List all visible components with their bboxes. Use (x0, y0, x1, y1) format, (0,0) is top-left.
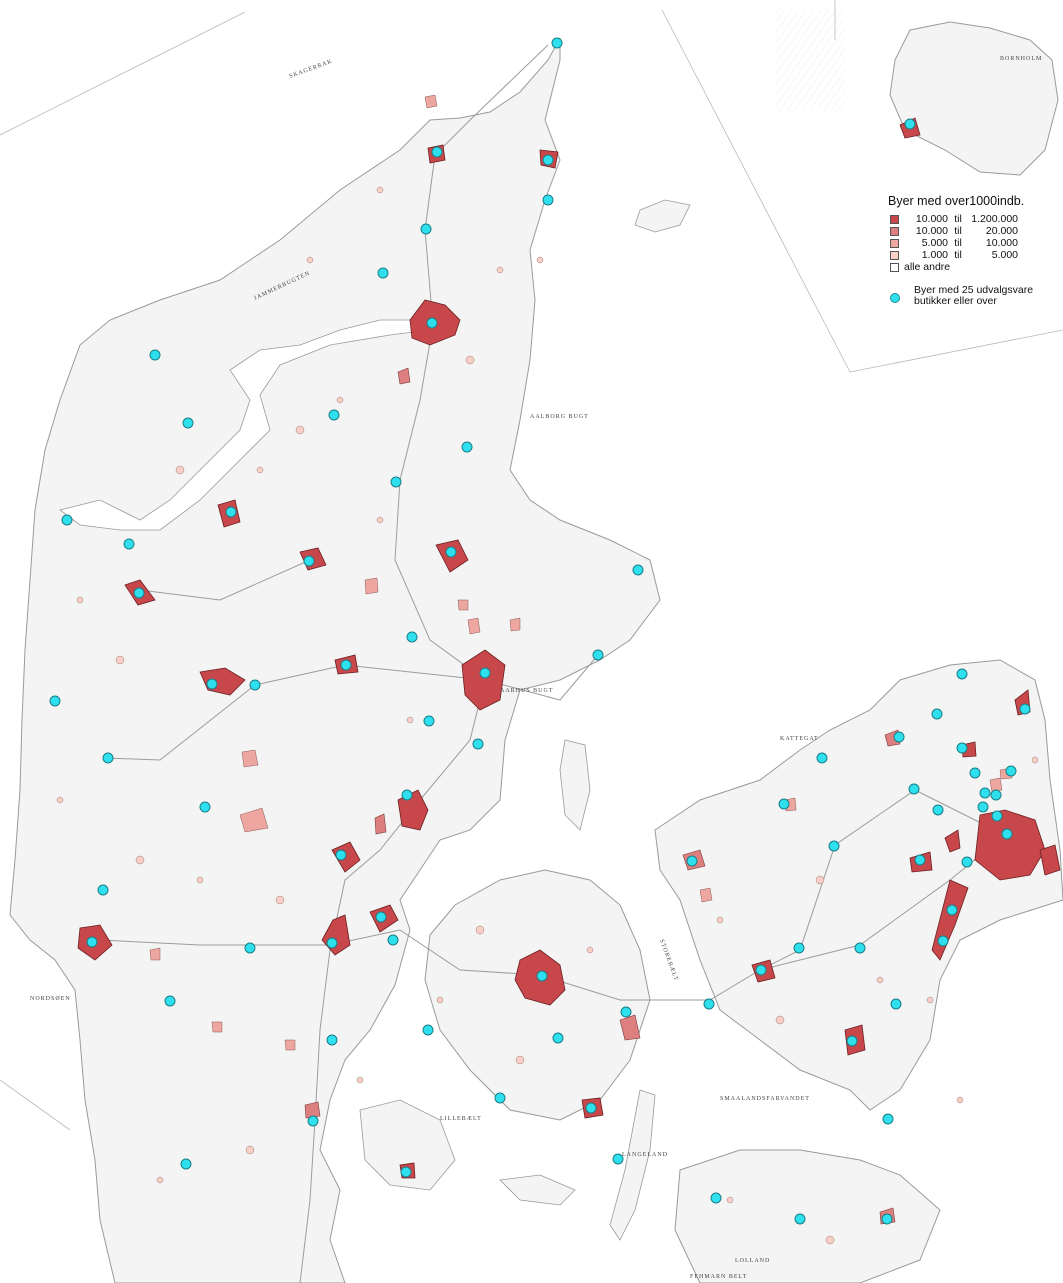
label-lolland: LOLLAND (735, 1258, 770, 1264)
legend-to-2: 20.000 (985, 225, 1018, 237)
legend-row-3: 5.000 til 10.000 (888, 237, 1063, 249)
label-kattegat: KATTEGAT (780, 736, 819, 742)
cities-small (149, 94, 1013, 1051)
label-skagerrak: SKAGERRAK (289, 59, 334, 80)
legend-label-other: alle andre (904, 261, 951, 273)
label-smaalandsfarvandet: SMAALANDSFARVANDET (720, 1096, 810, 1102)
legend-til-4: til (954, 249, 962, 261)
legend-swatch-3 (890, 238, 899, 248)
als-land (359, 1099, 456, 1191)
label-nordsoen: NORDSØEN (30, 996, 71, 1002)
legend-from-4: 1.000 (921, 249, 948, 261)
legend-to-1: 1.200.000 (971, 213, 1018, 225)
label-lillebaelt: LILLEBÆLT (440, 1116, 482, 1122)
label-fehmarn: FEHMARN BELT (690, 1274, 747, 1280)
label-aalborg-bugt: AALBORG BUGT (530, 414, 589, 420)
label-langeland: LANGELAND (622, 1152, 668, 1158)
aeroe-land (499, 1174, 576, 1206)
legend-from-3: 5.000 (921, 237, 948, 249)
label-bornholm: BORNHOLM (1000, 56, 1042, 62)
lolland-land (674, 1149, 941, 1283)
legend-dot-icon (890, 293, 900, 303)
label-aarhus-bugt: AARHUS BUGT (500, 688, 554, 694)
retail-town-dots (49, 37, 1031, 1225)
langeland-land (609, 1089, 656, 1241)
cities-tiny (56, 186, 1039, 1245)
samsoe-land (559, 739, 591, 831)
legend-from-2: 10.000 (915, 225, 948, 237)
zealand-land (654, 659, 1063, 1111)
legend-dots-label: Byer med 25 udvalgsvare butikker eller o… (914, 284, 1034, 307)
legend-til-3: til (954, 237, 962, 249)
legend-from-1: 10.000 (915, 213, 948, 225)
legend-dots-row: Byer med 25 udvalgsvare butikker eller o… (888, 285, 1063, 307)
legend-row-5: alle andre (888, 261, 1063, 273)
legend-row-1: 10.000 til 1.200.000 (888, 213, 1063, 225)
cities-medium (304, 367, 901, 1225)
map-legend: Byer med over1000indb. 10.000 til 1.200.… (888, 194, 1063, 307)
legend-row-4: 1.000 til 5.000 (888, 249, 1063, 261)
anholt-land (634, 199, 691, 233)
legend-title: Byer med over1000indb. (888, 194, 1025, 208)
legend-swatch-1 (890, 214, 899, 224)
legend-to-3: 10.000 (985, 237, 1018, 249)
bornholm-inset (889, 21, 1059, 176)
legend-swatch-5 (890, 262, 899, 272)
legend-row-2: 10.000 til 20.000 (888, 225, 1063, 237)
label-storebaelt: STOREBÆLT (658, 939, 679, 982)
legend-til-2: til (954, 225, 962, 237)
legend-til-1: til (954, 213, 962, 225)
legend-to-4: 5.000 (991, 249, 1018, 261)
legend-swatch-4 (890, 250, 899, 260)
legend-swatch-2 (890, 226, 899, 236)
